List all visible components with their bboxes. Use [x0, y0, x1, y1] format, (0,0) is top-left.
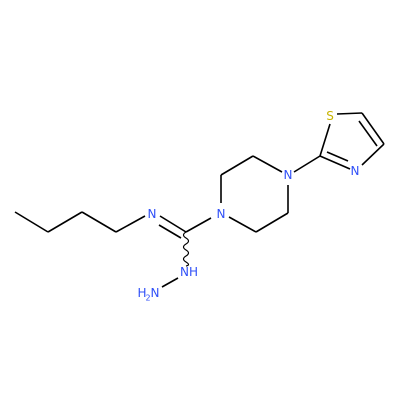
bond-thz-c2-s: [319, 123, 331, 157]
bond-pip-2: [220, 155, 254, 176]
bond-imine-double-b: [158, 224, 182, 239]
atom-n-piperazine-right: N: [284, 168, 293, 182]
bond-pip-6: [228, 216, 257, 233]
atom-n-amine: N: [151, 286, 160, 300]
bond-pip-3: [252, 155, 283, 173]
bond-butyl-2: [47, 211, 83, 233]
atom-h-amine: H: [137, 286, 146, 300]
bond-nh-nh2: [161, 277, 179, 288]
bond-pip-to-thiazole: [293, 155, 321, 173]
bond-thz-n-c2-b: [326, 151, 349, 162]
atom-n-thiazole: N: [351, 164, 360, 178]
bond-imine-double-a: [159, 215, 187, 233]
bond-thz-c5-c4-b: [358, 120, 378, 147]
bond-c-to-piperazine-n: [185, 217, 212, 233]
bond-thz-n-c2-a: [319, 155, 351, 170]
atom-s-thiazole: S: [326, 109, 334, 123]
bond-wavy-c-nh: [182, 231, 190, 267]
atom-n-piperazine-left: N: [217, 207, 226, 221]
bond-butyl-1: [14, 211, 49, 233]
bond-pip-5: [255, 212, 289, 233]
atom-n-imine: N: [148, 207, 157, 221]
bond-butyl-3: [81, 211, 117, 233]
bond-butyl-to-n: [115, 215, 146, 233]
bond-thz-c4-n: [361, 143, 385, 166]
atom-subscript-2: 2: [145, 294, 150, 303]
atom-nh-hydrazine: NH: [180, 265, 198, 279]
bond-thz-c5-c4-a: [361, 112, 385, 145]
bond-thz-s-c5: [336, 112, 363, 115]
